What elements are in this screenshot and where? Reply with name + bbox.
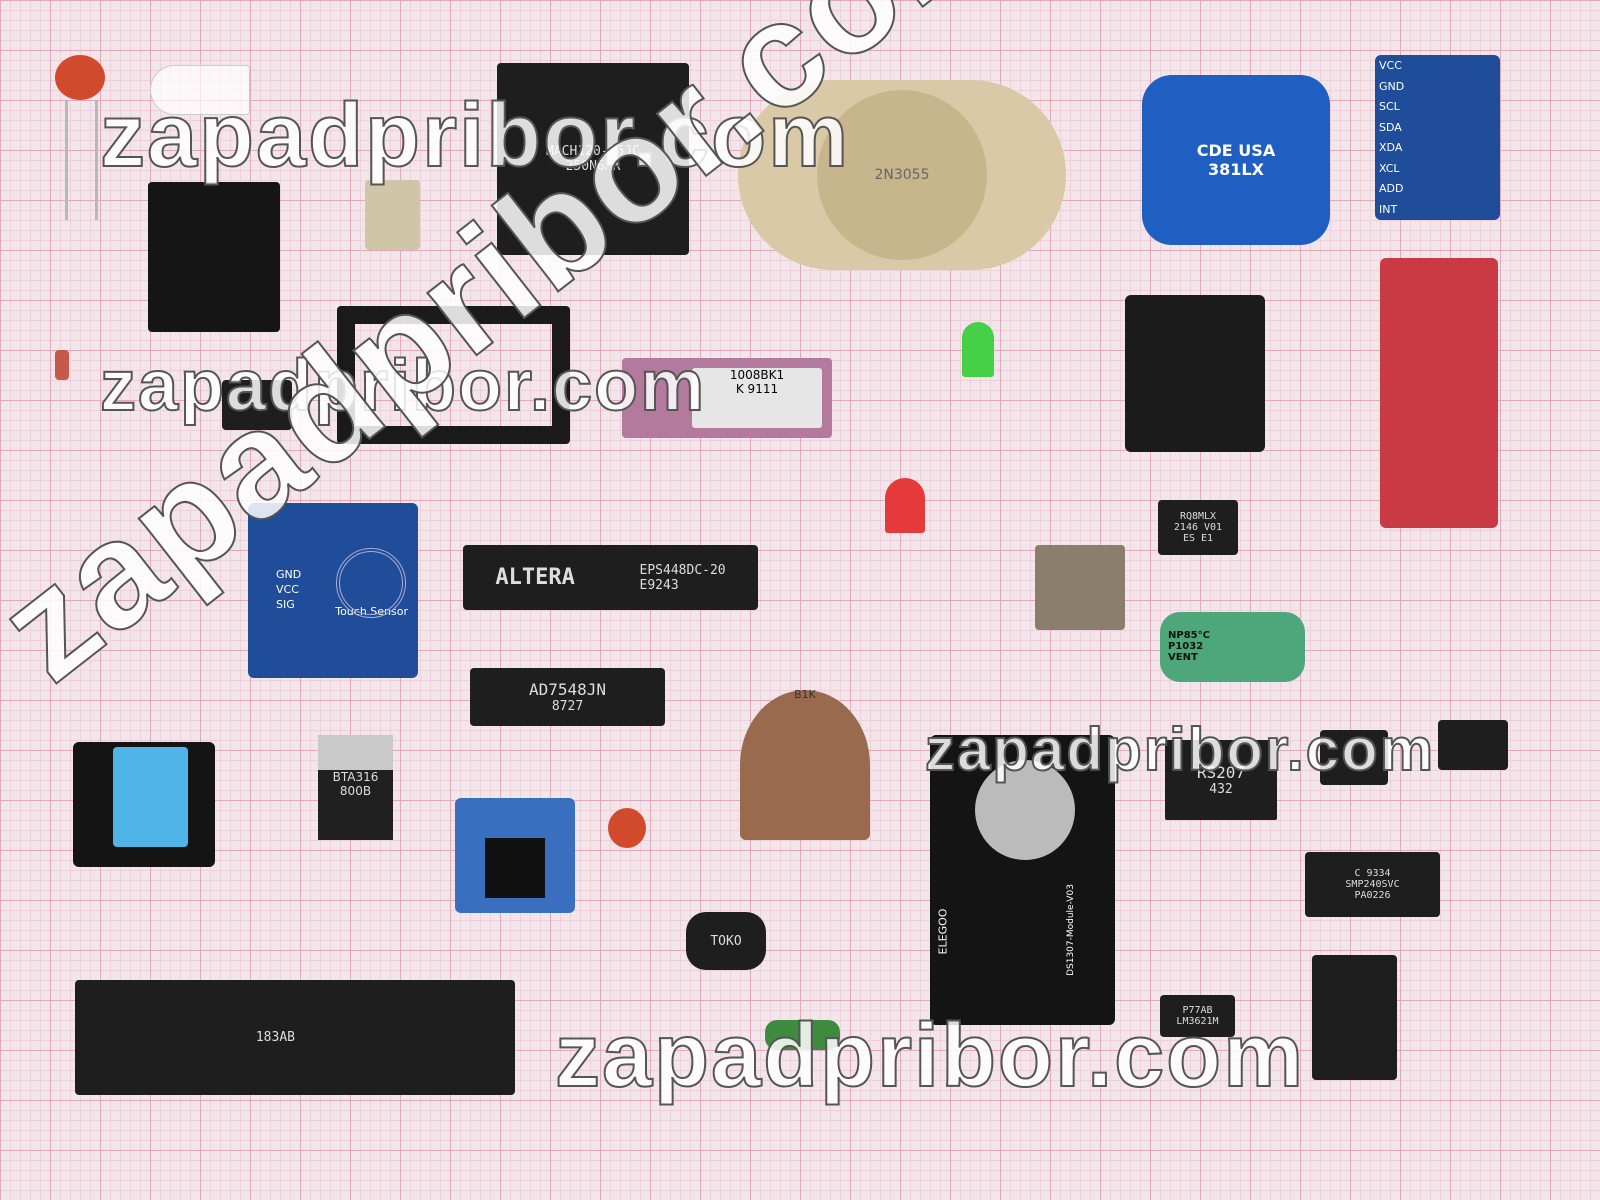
altera-eprom: ALTERA EPS448DC-20 E9243 xyxy=(463,545,758,610)
capacitor-lead xyxy=(65,100,68,220)
potentiometer: B1K xyxy=(740,688,870,840)
red-led xyxy=(885,478,925,533)
touch-pad xyxy=(336,548,406,618)
green-led xyxy=(962,322,994,377)
capacitor-lead xyxy=(95,100,98,220)
dip40-chip: 183AB xyxy=(75,980,515,1095)
soic-chip: RQ8MLX 2146 V01 ES E1 xyxy=(1158,500,1238,555)
triac: BTA316 800B xyxy=(318,735,393,840)
flat-pack-ic xyxy=(365,180,420,250)
soviet-ic-lid: 1008BK1 K 9111 xyxy=(692,368,822,428)
coin-cell xyxy=(975,760,1075,860)
mcu-chip xyxy=(485,838,545,898)
altera-codes: EPS448DC-20 E9243 xyxy=(639,562,726,593)
watermark: zapadpribor.com xyxy=(554,1005,1306,1107)
seven-segment-display xyxy=(1312,955,1397,1080)
touch-sensor-module: Touch Sensor GND VCC SIG xyxy=(248,503,418,678)
black-module xyxy=(1125,295,1265,452)
to3-can: 2N3055 xyxy=(817,90,987,260)
electrolytic-capacitor: CDE USA 381LX xyxy=(1142,75,1330,245)
small-sot-ic xyxy=(222,380,292,430)
red-sensor-module xyxy=(1380,258,1498,528)
watermark: zapadpribor.com xyxy=(99,85,851,187)
green-resistor xyxy=(765,1020,840,1050)
dht-sensor-module xyxy=(73,742,215,867)
dht-sensor xyxy=(113,747,188,847)
diode xyxy=(55,350,69,380)
mini-mcu-board xyxy=(455,798,575,913)
small-dip-1 xyxy=(1320,730,1388,785)
lm3621m-chip: P77AB LM3621M xyxy=(1160,995,1235,1037)
ceramic-capacitor-2 xyxy=(608,808,646,848)
bridge-rectifier: RS207 432 xyxy=(1165,740,1277,820)
plcc-chip: MACH120-15JC 250N6MR xyxy=(497,63,689,255)
soviet-ceramic-ic: 1008BK1 K 9111 xyxy=(622,358,832,438)
ds1307-rtc-module: ELEGOO DS1307-Module-V03 xyxy=(930,735,1115,1025)
ic-socket xyxy=(337,306,570,444)
to3-transistor: 2N3055 xyxy=(738,80,1066,270)
watermark: zapadpribor.com xyxy=(99,345,707,427)
ad7548-dip: AD7548JN 8727 xyxy=(470,668,665,726)
inductor: TOKO xyxy=(686,912,766,970)
smp-soic: C 9334 SMP240SVC PA0226 xyxy=(1305,852,1440,917)
np-capacitor: NP85°C P1032 VENT xyxy=(1160,612,1305,682)
watermark: zapadpribor.com xyxy=(924,715,1436,784)
clear-led xyxy=(150,65,250,115)
ceramic-capacitor xyxy=(55,55,105,100)
metal-can-ic xyxy=(1035,545,1125,630)
gold-lead-module xyxy=(148,182,280,332)
small-dip-2 xyxy=(1438,720,1508,770)
